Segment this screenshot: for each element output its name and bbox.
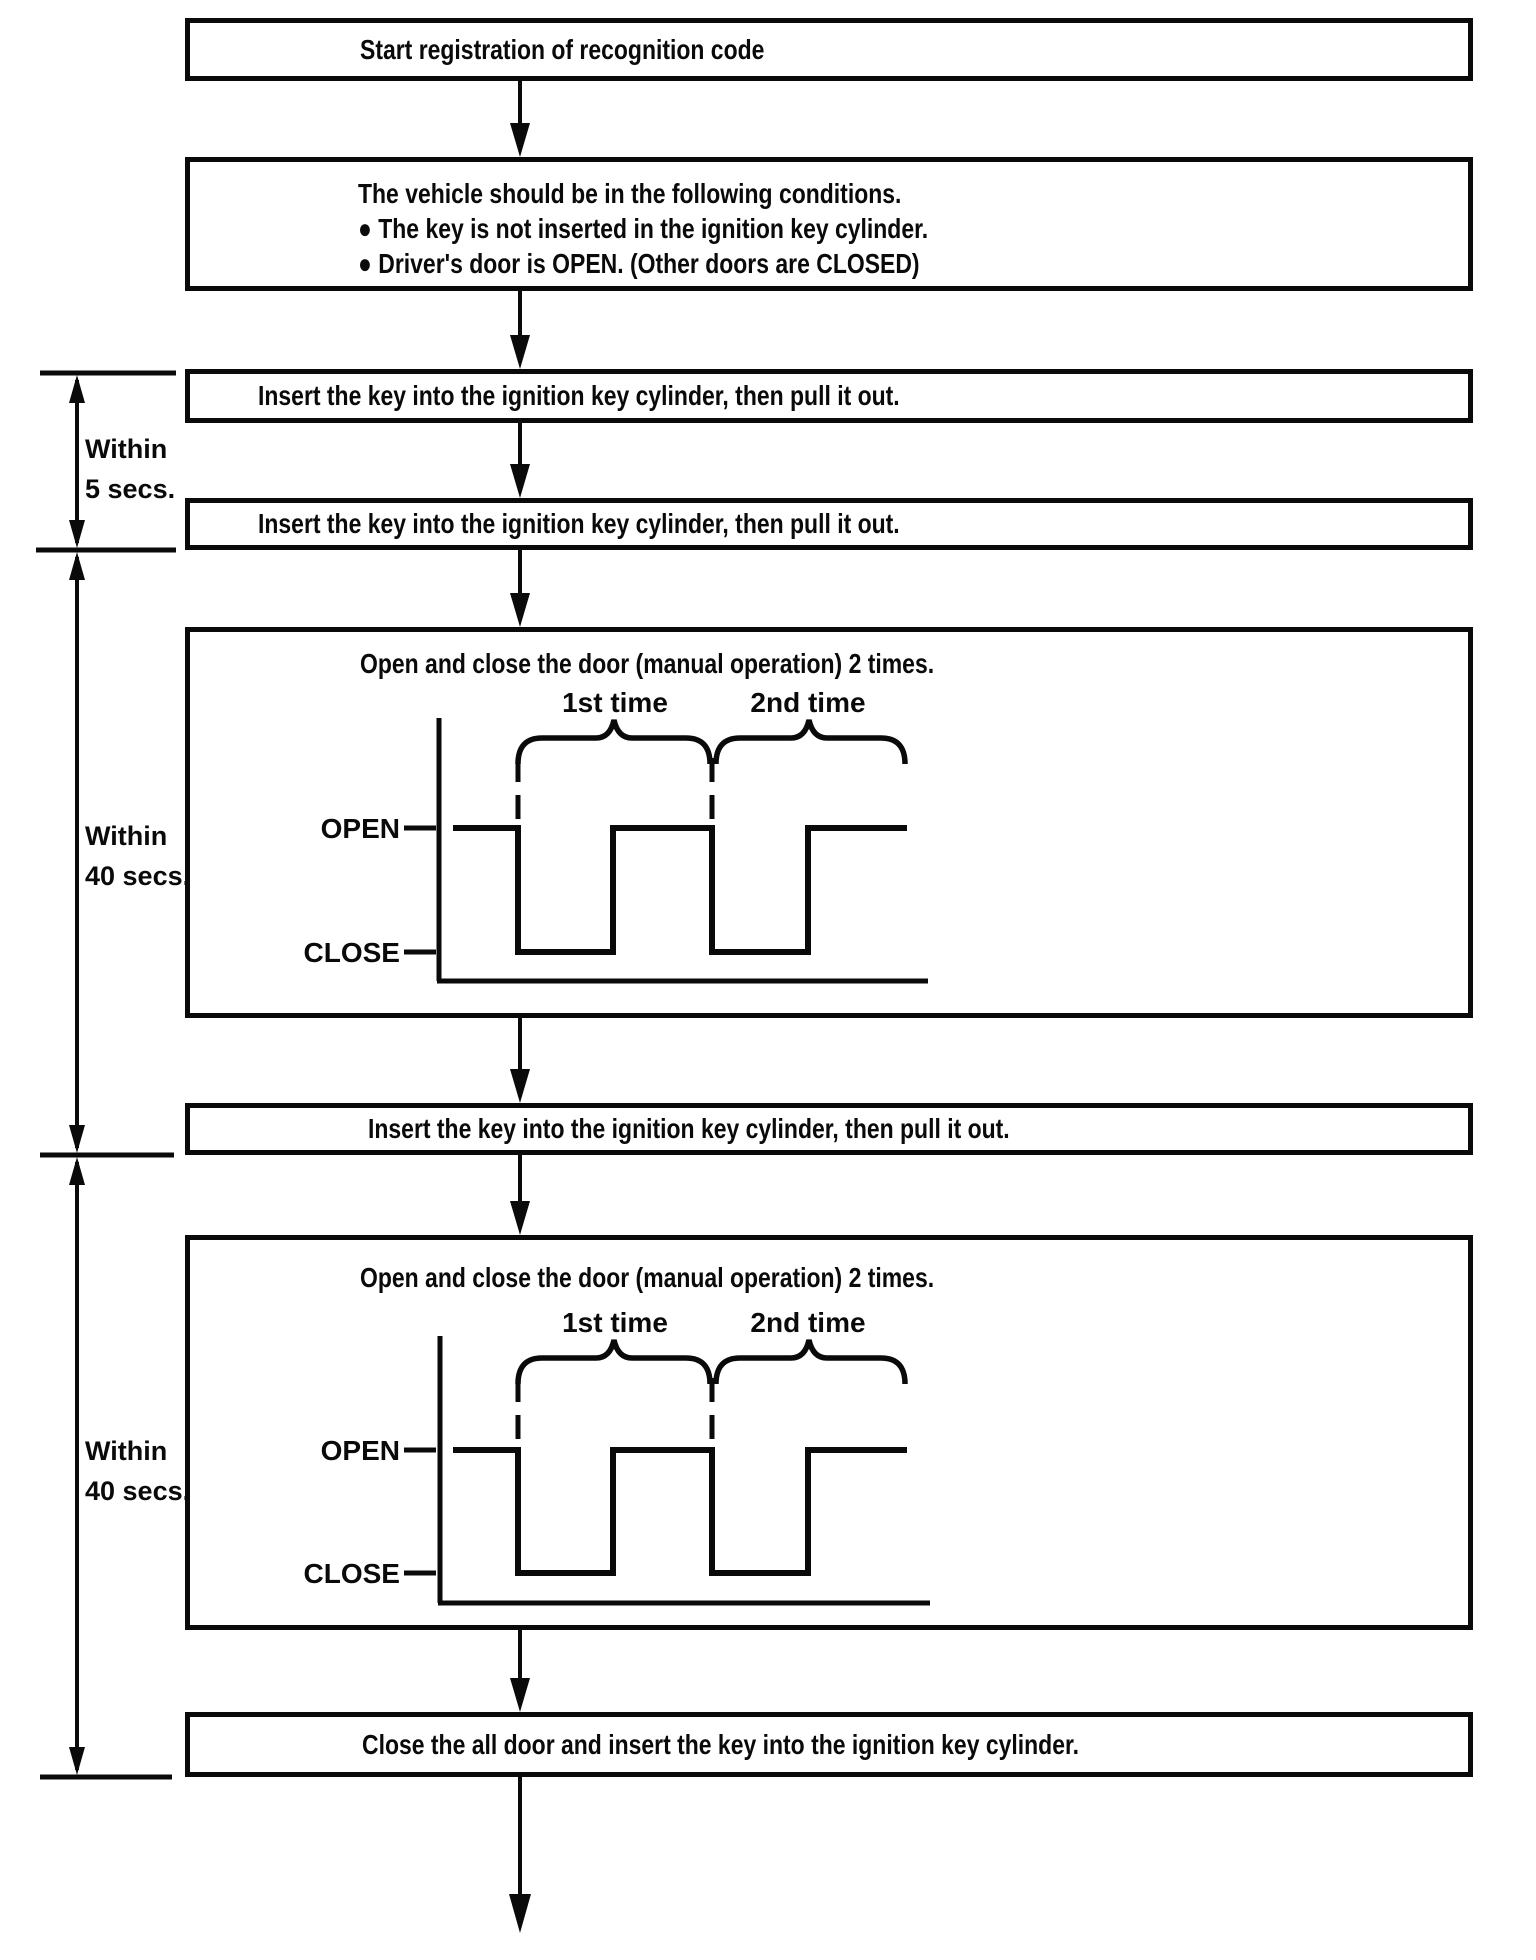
- door-timing-2-title: Open and close the door (manual operatio…: [360, 1262, 935, 1293]
- conditions-title: The vehicle should be in the following c…: [358, 178, 902, 209]
- bullet-icon: ●: [358, 248, 372, 279]
- within-40s-b-line2: 40 secs.: [85, 1476, 190, 1506]
- timing2-2nd-time-label: 2nd time: [750, 1307, 865, 1338]
- start-box: Start registration of recognition code: [185, 18, 1473, 81]
- timing1-brace-2nd: [713, 719, 908, 765]
- timing2-close-label: CLOSE: [304, 1558, 400, 1589]
- arrowhead-down-icon: [510, 464, 530, 498]
- insert-key-box-3: Insert the key into the ignition key cyl…: [185, 1103, 1473, 1155]
- timing1-lines: [404, 718, 928, 984]
- bracket-labels: Within 5 secs. Within 40 secs. Within 40…: [85, 434, 190, 1506]
- arrowhead-down-icon: [69, 520, 85, 548]
- final-box-label: Close the all door and insert the key in…: [362, 1728, 1080, 1760]
- arrowhead-down-icon: [510, 1678, 530, 1712]
- timing2-brace-1st: [515, 1339, 713, 1385]
- bracket-ticks: [36, 370, 176, 1780]
- arrowhead-up-icon: [69, 1157, 85, 1185]
- door-timing-diagram-2: 1st time 2nd time OPEN CLOSE: [304, 1307, 930, 1606]
- timing2-brace-2nd: [713, 1339, 908, 1385]
- insert-key-box-1-label: Insert the key into the ignition key cyl…: [258, 380, 900, 411]
- timing2-1st-time-label: 1st time: [562, 1307, 668, 1338]
- arrowhead-up-icon: [69, 375, 85, 403]
- within-40s-b-line1: Within: [85, 1436, 167, 1466]
- door-timing-diagram-1: 1st time 2nd time OPEN CLOSE: [304, 687, 928, 984]
- timing1-open-label: OPEN: [321, 813, 400, 844]
- conditions-bullet-2: ● Driver's door is OPEN. (Other doors ar…: [358, 248, 920, 279]
- within-5s-line2: 5 secs.: [85, 474, 175, 504]
- arrowhead-up-icon: [69, 552, 85, 580]
- insert-key-box-2-label: Insert the key into the ignition key cyl…: [258, 508, 900, 539]
- timing2-open-label: OPEN: [321, 1435, 400, 1466]
- conditions-text-block: The vehicle should be in the following c…: [358, 176, 928, 281]
- insert-key-box-1: Insert the key into the ignition key cyl…: [185, 369, 1473, 423]
- timing1-2nd-time-label: 2nd time: [750, 687, 865, 718]
- timing2-lines: [404, 1336, 930, 1606]
- door-timing-box-1: Open and close the door (manual operatio…: [185, 627, 1473, 1018]
- arrowhead-down-icon: [69, 1125, 85, 1153]
- conditions-box: The vehicle should be in the following c…: [185, 157, 1473, 291]
- insert-key-box-2: Insert the key into the ignition key cyl…: [185, 498, 1473, 550]
- within-40s-a-line1: Within: [85, 821, 167, 851]
- bullet-icon: ●: [358, 213, 372, 244]
- timing1-close-label: CLOSE: [304, 937, 400, 968]
- exit-arrowhead-icon: [509, 1894, 531, 1933]
- door-timing-1-title: Open and close the door (manual operatio…: [360, 648, 935, 679]
- conditions-bullet-1: ● The key is not inserted in the ignitio…: [358, 213, 929, 244]
- within-5s-line1: Within: [85, 434, 167, 464]
- arrowhead-down-icon: [510, 1069, 530, 1103]
- insert-key-box-3-label: Insert the key into the ignition key cyl…: [368, 1113, 1010, 1144]
- arrowhead-down-icon: [510, 335, 530, 369]
- within-40s-a-line2: 40 secs.: [85, 861, 190, 891]
- timing2-waveform: [453, 1447, 907, 1576]
- door-timing-box-2: Open and close the door (manual operatio…: [185, 1235, 1473, 1630]
- timing1-waveform: [453, 825, 907, 955]
- arrowhead-down-icon: [69, 1747, 85, 1775]
- timing1-brace-1st: [515, 719, 713, 765]
- bracket-arrowheads: [69, 375, 85, 1775]
- timing1-1st-time-label: 1st time: [562, 687, 668, 718]
- arrowhead-down-icon: [510, 123, 530, 157]
- arrowhead-down-icon: [510, 593, 530, 627]
- final-box: Close the all door and insert the key in…: [185, 1712, 1473, 1777]
- arrowhead-down-icon: [510, 1201, 530, 1235]
- flow-arrowheads: [509, 123, 531, 1933]
- start-box-label: Start registration of recognition code: [360, 33, 765, 65]
